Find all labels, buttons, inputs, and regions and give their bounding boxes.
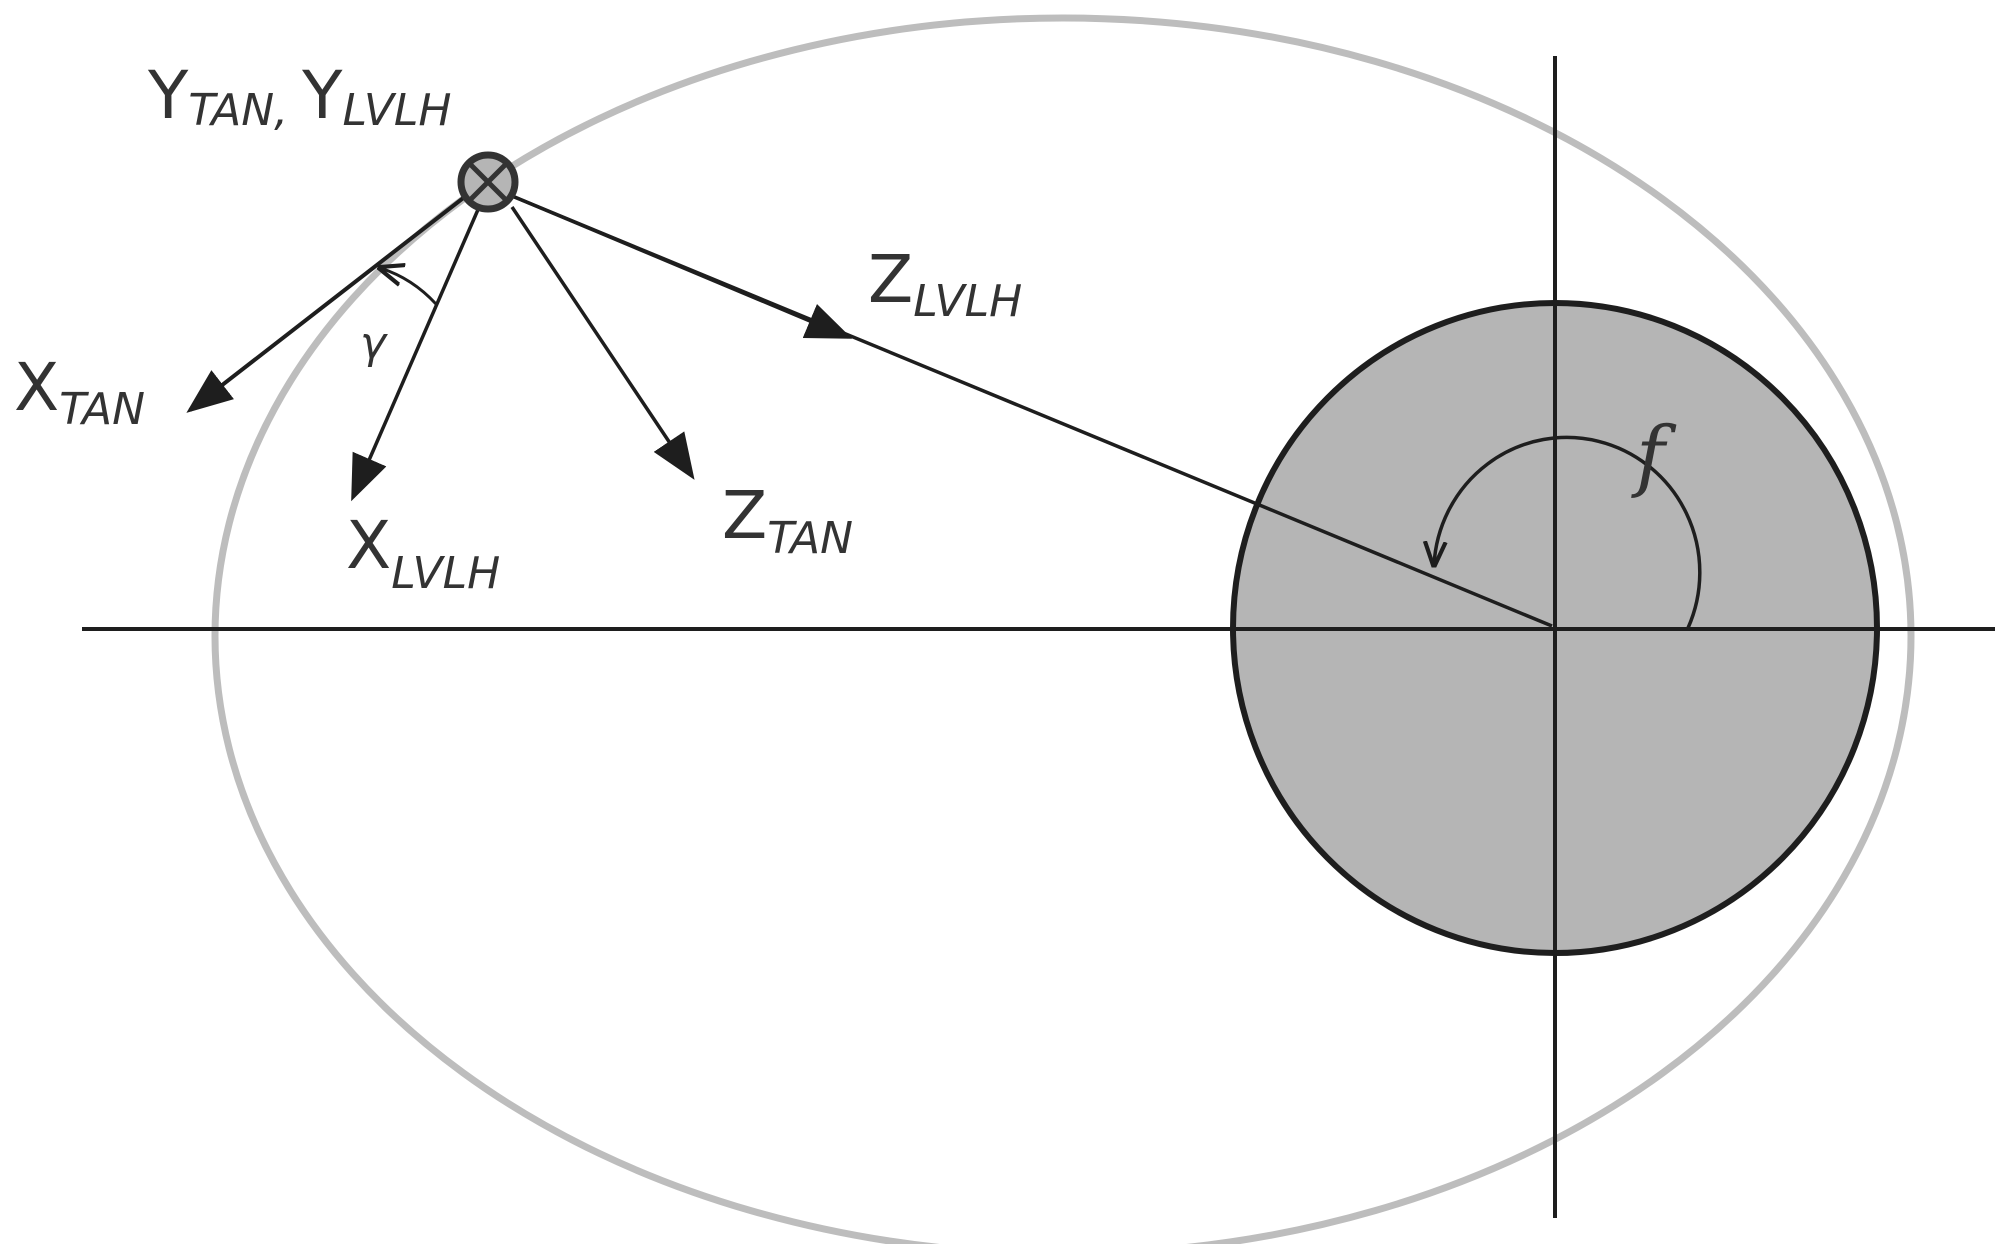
z-lvlh-label: ZLVLH [868, 241, 1022, 327]
spacecraft-icon [457, 151, 519, 213]
z-tan-arrow [510, 206, 695, 480]
y-axes-label: YTAN,YLVLH [147, 57, 452, 136]
z-tan-label: ZTAN [722, 477, 853, 564]
x-tan-arrow [186, 183, 482, 413]
gamma-angle-arc [380, 268, 438, 306]
x-lvlh-arrow [351, 204, 482, 502]
z-lvlh-arrow [504, 191, 853, 339]
orbit-ellipse [211, 14, 1915, 1244]
true-anomaly-arc [1434, 435, 1702, 629]
x-lvlh-label: XLVLH [346, 507, 500, 599]
flight-path-angle-label: γ [360, 318, 388, 369]
x-tan-label: XTAN [14, 349, 145, 435]
